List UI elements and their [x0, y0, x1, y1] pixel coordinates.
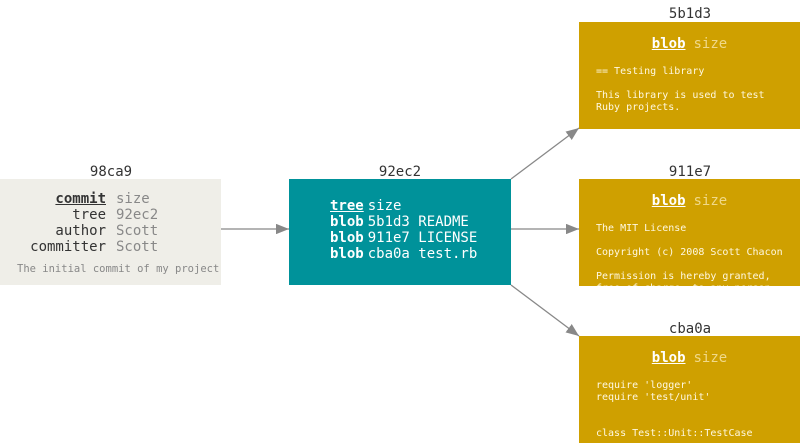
blob-node: blob size The MIT License Copyright (c) 2…: [579, 179, 800, 286]
blob-id: 5b1d3: [668, 6, 712, 22]
tree-value: 5b1d3 README: [367, 214, 469, 230]
commit-row: commit size: [0, 191, 221, 207]
commit-value: size: [116, 191, 150, 207]
blob-node: blob size == Testing library This library…: [579, 22, 800, 129]
commit-message: The initial commit of my project: [17, 263, 220, 275]
blob-content: The MIT License Copyright (c) 2008 Scott…: [596, 223, 783, 286]
blob-content: == Testing library This library is used …: [596, 66, 765, 113]
commit-row: tree 92ec2: [0, 207, 221, 223]
arrow-tree-to-blob-cba0a: [510, 284, 580, 337]
blob-type: blob: [651, 36, 686, 52]
tree-value: cba0a test.rb: [367, 246, 478, 262]
tree-value: 911e7 LICENSE: [367, 230, 478, 246]
blob-node: blob size require 'logger' require 'test/…: [579, 336, 800, 443]
blob-id: cba0a: [668, 321, 712, 337]
commit-value: Scott: [116, 239, 159, 255]
blob-size: size: [693, 350, 728, 366]
commit-id: 98ca9: [89, 164, 133, 180]
commit-row: author Scott: [0, 223, 221, 239]
arrow-tree-to-blob-5b1d3: [510, 127, 580, 180]
tree-value: size: [367, 198, 402, 214]
commit-key: committer: [30, 239, 106, 255]
commit-value: 92ec2: [116, 207, 159, 223]
blob-size: size: [693, 193, 728, 209]
tree-key: blob: [330, 230, 364, 246]
commit-value: Scott: [116, 223, 159, 239]
commit-row: committer Scott: [0, 239, 221, 255]
blob-id: 911e7: [668, 164, 712, 180]
commit-key: tree: [72, 207, 106, 223]
tree-key: tree: [330, 198, 364, 214]
tree-key: blob: [330, 246, 364, 262]
blob-type: blob: [651, 350, 686, 366]
commit-key: commit: [55, 191, 106, 207]
commit-key: author: [55, 223, 106, 239]
tree-id: 92ec2: [378, 164, 422, 180]
blob-content: require 'logger' require 'test/unit' cla…: [596, 380, 753, 439]
blob-type: blob: [651, 193, 686, 209]
tree-key: blob: [330, 214, 364, 230]
blob-size: size: [693, 36, 728, 52]
